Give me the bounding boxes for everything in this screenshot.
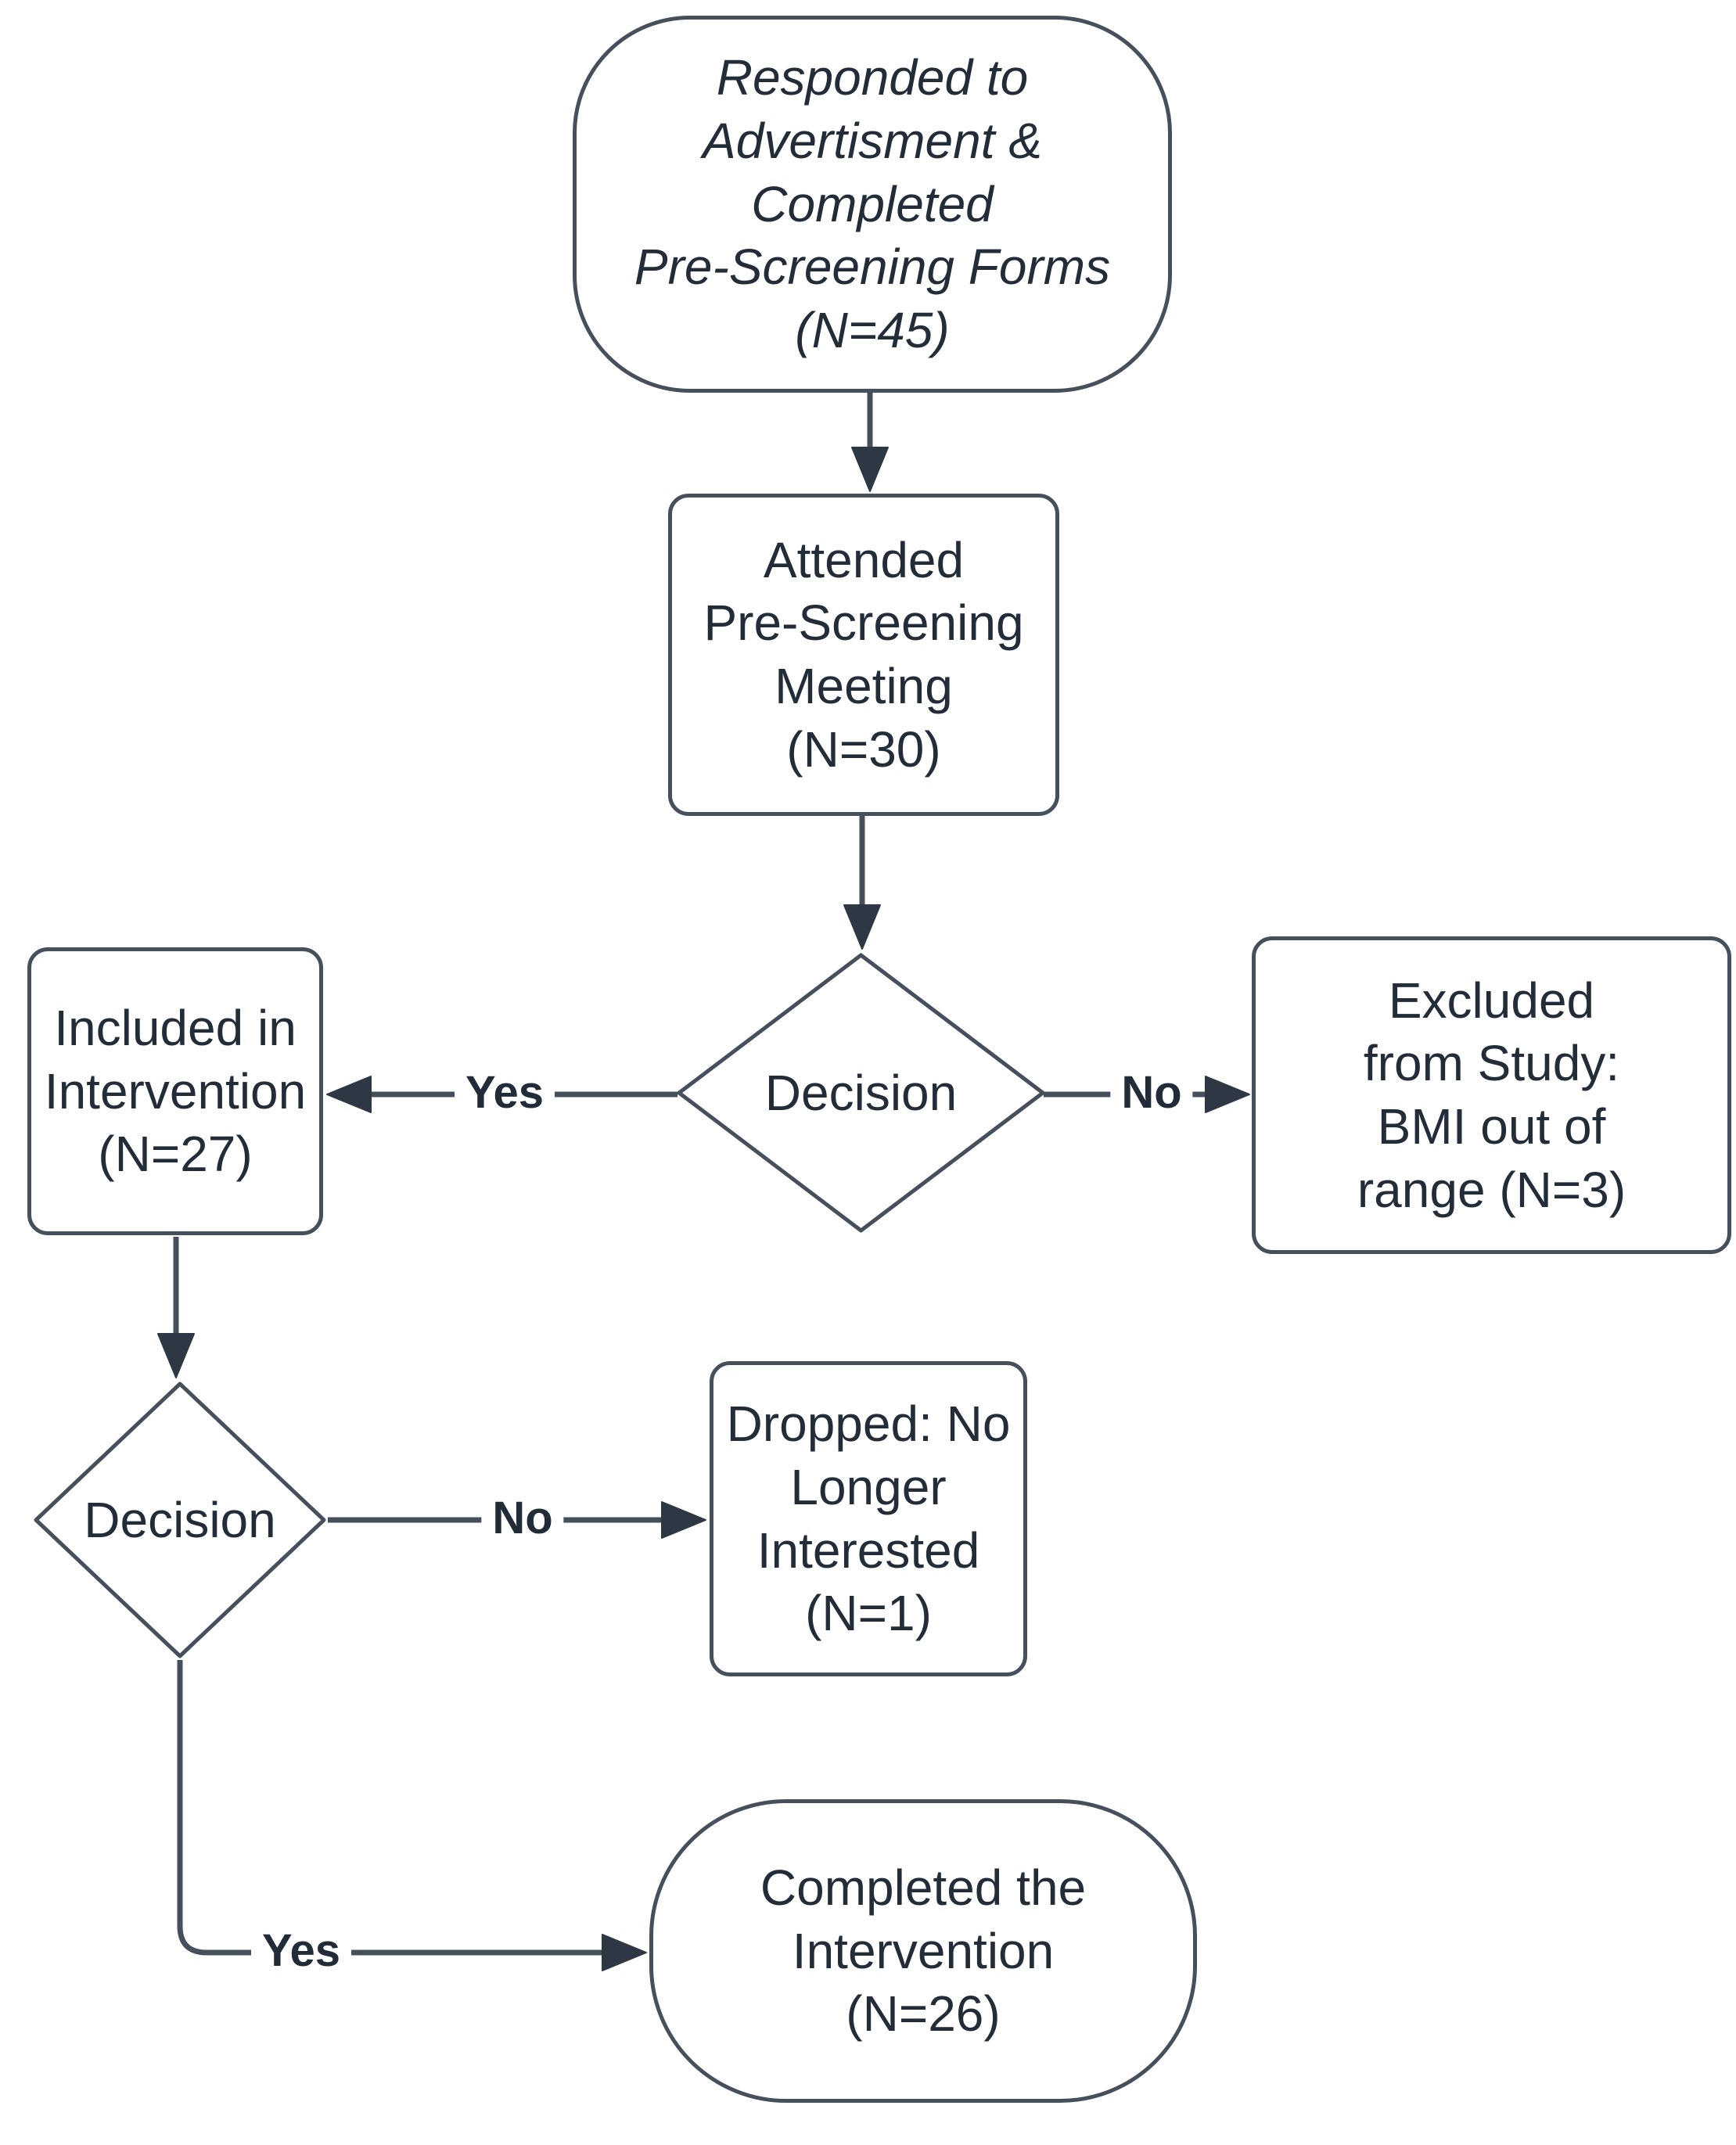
arrowhead-into-included	[326, 1076, 372, 1113]
node-decision2-diamond: Decision	[33, 1381, 327, 1659]
edge-label-yes-decision1: Yes	[455, 1066, 555, 1119]
node-label-attended: Attended Pre-Screening Meeting (N=30)	[703, 531, 1024, 778]
node-decision1-diamond: Decision	[676, 952, 1046, 1234]
node-excluded-process: Excluded from Study: BMI out of range (N…	[1252, 936, 1731, 1254]
edge-decision2-completed	[177, 1660, 604, 1956]
arrowhead-into-attended	[851, 447, 889, 492]
node-attended-process: Attended Pre-Screening Meeting (N=30)	[668, 494, 1059, 816]
node-dropped-process: Dropped: No Longer Interested (N=1)	[710, 1361, 1027, 1676]
arrowhead-into-decision2	[157, 1333, 195, 1378]
edge-label-yes-decision2: Yes	[251, 1924, 351, 1978]
node-label-responded: Responded to Advertisment & Completed Pr…	[634, 49, 1111, 358]
arrowhead-into-completed	[602, 1934, 647, 1971]
node-included-process: Included in Intervention (N=27)	[27, 947, 323, 1235]
node-label-dropped: Dropped: No Longer Interested (N=1)	[726, 1396, 1011, 1642]
edge-label-no-decision1: No	[1110, 1066, 1193, 1119]
node-completed-terminator: Completed the Intervention (N=26)	[649, 1799, 1197, 2103]
decision1-diamond-shape	[677, 953, 1045, 1233]
arrowhead-into-excluded	[1205, 1076, 1250, 1113]
node-label-included: Included in Intervention (N=27)	[44, 1000, 307, 1183]
node-label-decision2: Decision	[84, 1491, 276, 1548]
arrowhead-into-decision1	[843, 904, 881, 950]
node-label-decision1: Decision	[764, 1064, 958, 1121]
node-responded-terminator: Responded to Advertisment & Completed Pr…	[573, 16, 1172, 393]
node-label-completed: Completed the Intervention (N=26)	[760, 1859, 1087, 2043]
arrowhead-into-dropped	[661, 1501, 706, 1539]
edge-label-no-decision2: No	[481, 1492, 564, 1545]
decision2-diamond-shape	[34, 1381, 326, 1658]
node-label-excluded: Excluded from Study: BMI out of range (N…	[1357, 972, 1626, 1218]
